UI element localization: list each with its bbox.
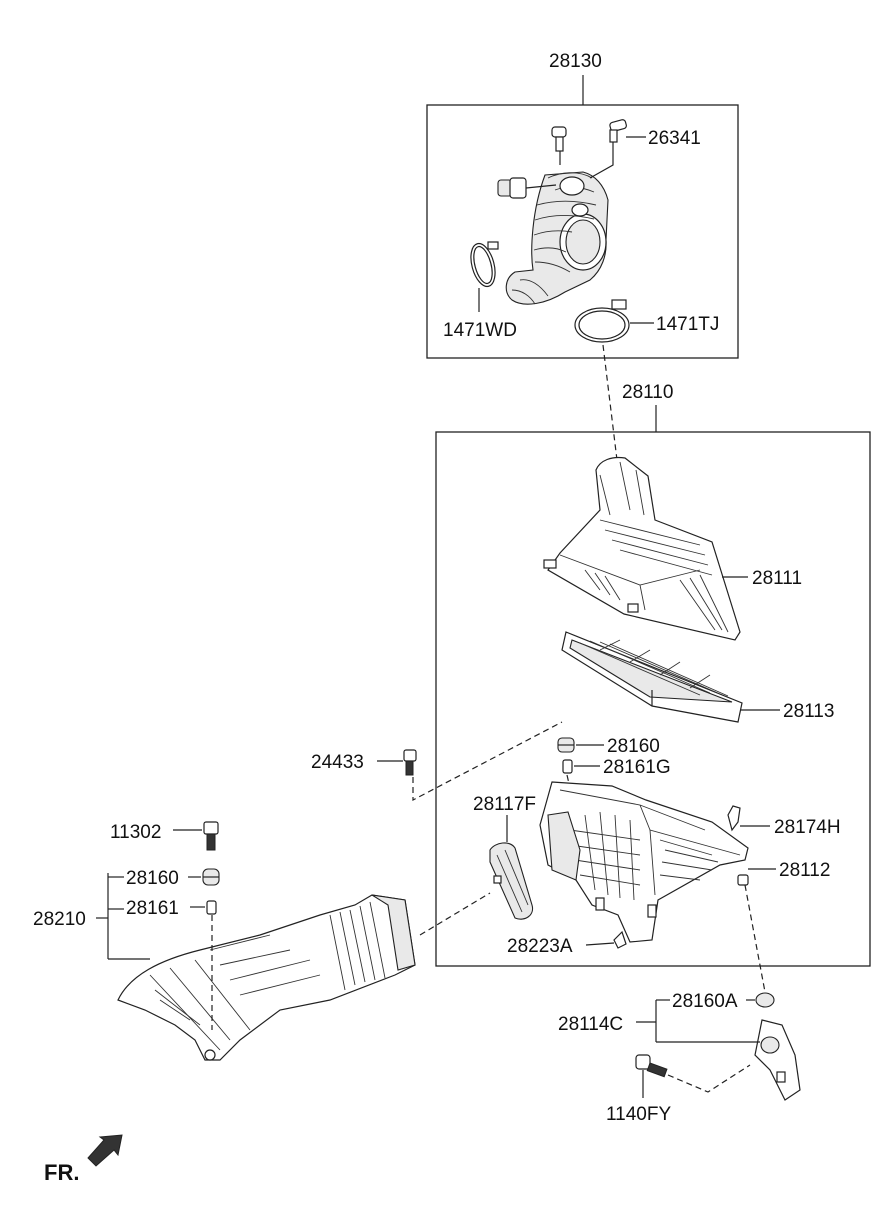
label-28161G[interactable]: 28161G (603, 757, 671, 778)
grommet-28160-upper[interactable] (557, 737, 575, 753)
filter-element[interactable] (561, 631, 743, 723)
label-28160-left[interactable]: 28160 (126, 868, 179, 889)
pin-28161G[interactable] (562, 759, 573, 774)
label-28161[interactable]: 28161 (126, 898, 179, 919)
bolt-1140FY[interactable] (635, 1054, 668, 1078)
arrow-down-left-icon (87, 1134, 123, 1167)
hose-clamp-1471TJ[interactable] (574, 299, 630, 343)
bracket-28223A[interactable] (613, 930, 627, 949)
duct-seal-28117F[interactable] (489, 842, 534, 920)
air-cleaner-lower-case[interactable] (539, 781, 749, 943)
label-28174H[interactable]: 28174H (774, 817, 841, 838)
label-28113[interactable]: 28113 (783, 701, 834, 722)
sensor-plug[interactable] (497, 177, 557, 199)
label-11302[interactable]: 11302 (110, 822, 161, 843)
label-28210[interactable]: 28210 (33, 909, 86, 930)
label-28130[interactable]: 28130 (549, 51, 602, 72)
group-28110: 28110 28111 28113 28 (435, 382, 871, 967)
hose-clamp-1471WD[interactable] (467, 241, 500, 289)
pin-28161[interactable] (206, 900, 217, 915)
label-28110[interactable]: 28110 (622, 382, 673, 403)
label-1471WD[interactable]: 1471WD (443, 320, 517, 341)
bolt-11302[interactable] (203, 821, 219, 851)
label-1471TJ[interactable]: 1471TJ (656, 314, 719, 335)
grommet-28160-left[interactable] (202, 868, 220, 886)
air-intake-duct-28210[interactable] (117, 894, 416, 1061)
fitting-26341-b[interactable] (589, 119, 627, 179)
label-28223A[interactable]: 28223A (507, 936, 573, 957)
bolt-24433[interactable] (403, 749, 417, 776)
intake-hose[interactable] (505, 171, 609, 305)
grommet-28160A[interactable] (755, 992, 775, 1008)
front-label: FR. (44, 1160, 79, 1185)
fitting-26341-a[interactable] (551, 126, 567, 165)
clip-28174H[interactable] (727, 805, 741, 832)
air-cleaner-cover[interactable] (543, 456, 741, 641)
label-28160-upper[interactable]: 28160 (607, 736, 660, 757)
label-26341[interactable]: 26341 (648, 128, 701, 149)
group-28130: 28130 26341 (426, 51, 739, 359)
label-1140FY[interactable]: 1140FY (606, 1104, 671, 1125)
label-28111[interactable]: 28111 (752, 568, 802, 589)
front-indicator: FR. (44, 1134, 123, 1185)
bracket-28114C[interactable] (754, 1019, 801, 1101)
label-24433[interactable]: 24433 (311, 752, 364, 773)
label-28112[interactable]: 28112 (779, 860, 830, 881)
label-28117F[interactable]: 28117F (473, 794, 536, 815)
assembly-box-28110 (435, 431, 871, 967)
label-28160A[interactable]: 28160A (672, 991, 738, 1012)
label-28114C[interactable]: 28114C (558, 1014, 623, 1035)
